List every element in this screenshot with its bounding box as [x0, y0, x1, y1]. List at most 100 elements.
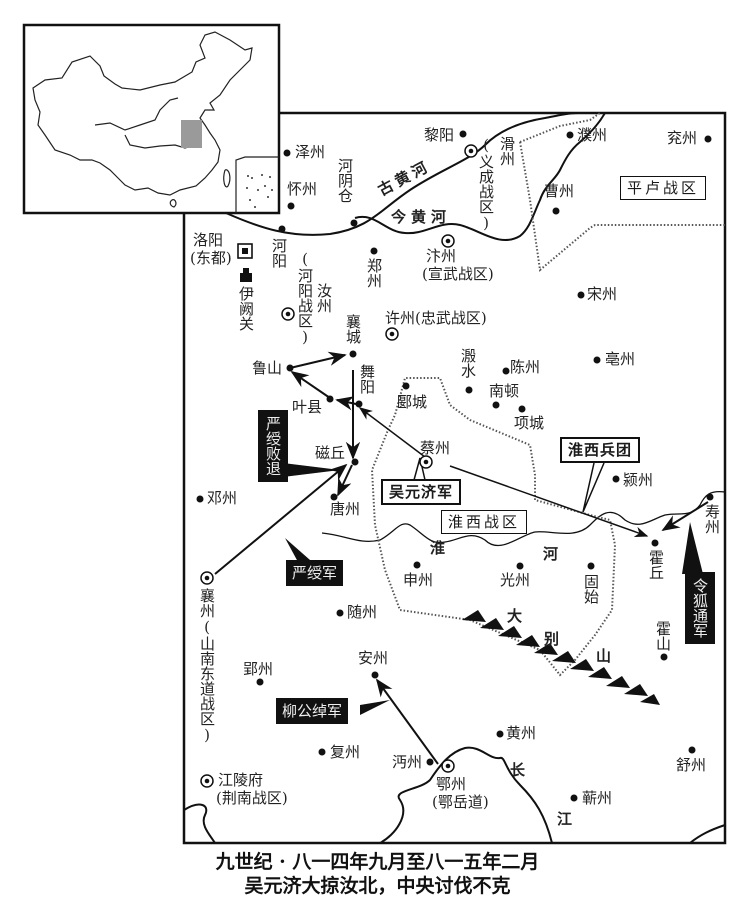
- route-lushan-to-xiangcheng: [289, 351, 347, 369]
- label-xiangcheng2: 项城: [514, 414, 545, 432]
- label-huangzhou: 黄州: [506, 724, 537, 742]
- yangtze-river-east: [689, 824, 726, 844]
- label-fuzhou: 复州: [330, 743, 361, 761]
- callout-pointer-huaixi-corps: [582, 462, 605, 513]
- label-luoyang: 洛阳: [193, 231, 224, 249]
- pass-gate-icon: [240, 268, 252, 282]
- region-label-pinglu: 平卢战区: [620, 176, 707, 200]
- label-zezhou: 泽州: [295, 143, 326, 161]
- label-shuishui: 溵水: [459, 348, 477, 378]
- inset-highlight-region: [181, 120, 202, 148]
- label-nandun: 南顿: [489, 382, 520, 400]
- new-yellow-river-label: 今黄河: [391, 208, 452, 226]
- label-yingzhou2: 郢州: [243, 660, 274, 678]
- inset-south-sea-box: [235, 156, 279, 213]
- label-gushi: 固始: [582, 574, 600, 604]
- label-huaizhou: 怀州: [287, 180, 318, 198]
- main-map-frame: [182, 111, 727, 845]
- label-yicheng: (义成战区): [477, 136, 495, 232]
- callout-pointer-yanshou-retreat: [283, 463, 340, 477]
- army-label-yanshou-retreat: 严绶败退: [258, 410, 288, 482]
- label-xuzhou: 许州(忠武战区): [385, 309, 487, 327]
- label-bozhou: 亳州: [605, 350, 636, 368]
- label-huoqiu: 霍丘: [647, 550, 665, 580]
- new-yellow-river: [354, 112, 606, 242]
- label-yingzhou: 颍州: [623, 471, 654, 489]
- callout-pointer-linghu-army: [682, 522, 703, 574]
- label-dengzhou: 邓州: [207, 489, 238, 507]
- label-puzhou: 濮州: [577, 126, 608, 144]
- army-label-liu-gongchuo: 柳公绰军: [276, 698, 349, 724]
- huaixi-boundary: [370, 377, 617, 677]
- yangtze-river: [183, 803, 216, 844]
- dabie-mountains: [462, 610, 660, 705]
- army-label-linghu-tong: 令狐通军: [685, 572, 715, 644]
- callout-pointer-wu-army: [413, 457, 426, 481]
- old-yellow-river: [225, 112, 579, 236]
- label-yancheng: 郾城: [397, 393, 428, 411]
- label-caizhou: 蔡州: [420, 439, 451, 457]
- label-songzhou: 宋州: [587, 285, 618, 303]
- huai-river-label-2: 河: [543, 545, 559, 563]
- label-bianzhou: 汴州: [426, 247, 457, 265]
- inset-frame: [22, 23, 281, 215]
- yangtze-label-2: 江: [557, 810, 573, 828]
- label-lushan: 鲁山: [252, 359, 283, 377]
- label-liyang: 黎阳: [424, 126, 455, 144]
- label-jiangling: 江陵府: [218, 771, 264, 789]
- label-xuanwu: (宣武战区): [422, 265, 494, 283]
- label-heyang-zone: (河阳战区): [296, 250, 314, 346]
- huai-river: [321, 490, 726, 547]
- dabie-label-1: 大: [507, 607, 523, 625]
- label-ezhou: 鄂州: [436, 775, 467, 793]
- army-label-wu-yuanji: 吴元济军: [381, 479, 462, 505]
- map-caption-line-2: 吴元济大掠汝北，中央讨伐不克: [244, 875, 511, 897]
- label-xiangzhou: 襄州(山南东道战区): [198, 588, 216, 744]
- region-label-huaixi: 淮西战区: [441, 510, 528, 534]
- label-guangzhou: 光州: [500, 571, 531, 589]
- label-zhengzhou: 郑州: [365, 258, 383, 288]
- label-jingnan: (荆南战区): [216, 789, 288, 807]
- army-label-yanshou: 严绶军: [286, 560, 344, 586]
- label-chenzhou: 陈州: [510, 358, 541, 376]
- label-tangzhou: 唐州: [330, 500, 361, 518]
- route-caizhou-to-huoqiu: [449, 465, 649, 538]
- route-ezhou-to-anzhou: [375, 678, 439, 765]
- label-suizhou: 随州: [347, 603, 378, 621]
- label-heyang: 河阳: [270, 238, 288, 268]
- callout-pointer-liu-army: [360, 700, 390, 715]
- city-markers: [196, 130, 714, 802]
- route-shouzhou-to-huoqiu: [661, 501, 709, 531]
- label-wuyang: 舞阳: [358, 364, 376, 394]
- label-huazhou: 滑州: [498, 136, 516, 166]
- label-xiangcheng: 襄城: [344, 314, 362, 344]
- hq-markers: [200, 144, 478, 788]
- label-qizhou: 蕲州: [582, 789, 613, 807]
- label-yanzhou: 兖州: [667, 129, 698, 147]
- dabie-label-3: 山: [596, 647, 612, 665]
- huai-river-label-1: 淮: [430, 539, 446, 557]
- route-xiangzhou-to-ciqiu: [214, 463, 348, 575]
- yangtze-label-1: 长: [510, 761, 526, 779]
- label-heyincang: 河阴仓: [336, 158, 354, 203]
- label-yexian: 叶县: [292, 398, 323, 416]
- label-anzhou: 安州: [358, 649, 389, 667]
- pinglu-boundary-north: [519, 112, 601, 143]
- label-huoshan: 霍山: [654, 621, 672, 651]
- label-shuzhou: 舒州: [676, 756, 707, 774]
- pinglu-boundary: [519, 141, 725, 272]
- label-eyue: (鄂岳道): [432, 793, 489, 811]
- label-shouzhou: 寿州: [703, 504, 721, 534]
- dabie-label-2: 别: [544, 630, 560, 648]
- label-ciqiu: 磁丘: [315, 444, 346, 462]
- label-ruzhou: 汝州: [315, 283, 333, 313]
- army-label-huaixi-corps: 淮西兵团: [560, 437, 641, 463]
- label-shenzhou: 申州: [403, 571, 434, 589]
- label-luoyang-note: (东都): [190, 249, 232, 267]
- callout-pointer-yanshou-army: [285, 538, 310, 562]
- label-caozhou: 曹州: [544, 182, 575, 200]
- label-yiqueguan: 伊阙关: [237, 286, 255, 331]
- label-mianzhou: 沔州: [392, 753, 423, 771]
- yangtze-river-main: [379, 746, 553, 844]
